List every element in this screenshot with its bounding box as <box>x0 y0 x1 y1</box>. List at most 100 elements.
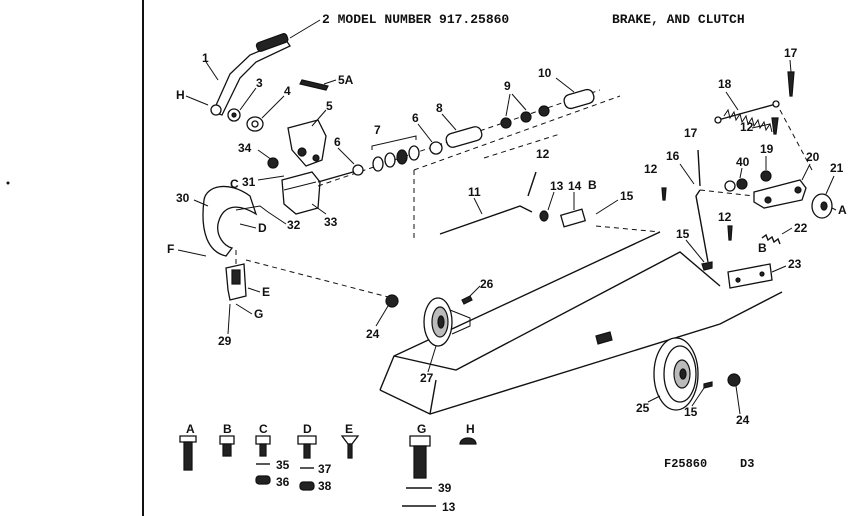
part-10-bushing <box>563 88 595 110</box>
hardware-G-bolt: G <box>409 422 431 479</box>
callout-25: 25 <box>636 401 650 415</box>
callout-34: 34 <box>238 141 252 155</box>
leader-20 <box>801 163 811 181</box>
letter-B1: B <box>588 178 597 192</box>
callout-40: 40 <box>736 155 750 169</box>
part-14-block <box>559 208 587 228</box>
part-15-pin-mid <box>701 261 713 271</box>
part-8-sleeve <box>445 126 483 148</box>
part-24-nut-right <box>727 373 741 387</box>
callout-12a: 12 <box>536 147 550 161</box>
chassis-deck <box>379 225 783 415</box>
svg-text:H: H <box>466 422 475 436</box>
leader-32 <box>267 211 287 225</box>
part-13-nut <box>539 210 549 222</box>
part-40-washers <box>724 178 748 192</box>
leader-16 <box>679 163 695 185</box>
part-12-bolt-upper <box>771 117 779 135</box>
page-code: D3 <box>740 457 754 471</box>
hardware-38-label: 38 <box>318 479 332 493</box>
part-5a-pin <box>299 79 329 91</box>
letter-D: D <box>258 221 267 235</box>
hardware-37-label: 37 <box>318 462 332 476</box>
leader-A <box>831 207 837 211</box>
leader-33 <box>311 203 327 215</box>
part-21-hub <box>811 193 833 219</box>
callout-18: 18 <box>718 77 732 91</box>
callout-19: 19 <box>760 142 774 156</box>
callout-7: 7 <box>374 123 381 137</box>
callout-3: 3 <box>256 76 263 90</box>
dash-link-right <box>699 109 813 197</box>
letter-H: H <box>176 88 185 102</box>
hardware-E-screw: E <box>340 422 360 459</box>
callout-11: 11 <box>468 185 481 199</box>
leader-H <box>185 95 209 106</box>
leader-5 <box>311 109 327 127</box>
leader-15c <box>691 387 705 407</box>
callout-26: 26 <box>480 277 494 291</box>
leader-21 <box>825 175 835 195</box>
leader-15b <box>685 239 705 263</box>
callout-9: 9 <box>504 79 511 93</box>
leader-10 <box>555 77 575 93</box>
dash-link-2 <box>245 259 393 299</box>
callout-21: 21 <box>830 161 844 175</box>
leader-31 <box>257 175 285 181</box>
hardware-13-label: 13 <box>442 500 456 514</box>
part-12-spring-mid <box>527 171 537 197</box>
leader-4 <box>261 95 285 119</box>
leader-G <box>235 303 253 315</box>
part-33-block <box>281 171 321 215</box>
leader-34 <box>257 149 273 161</box>
callout-33: 33 <box>324 215 338 229</box>
callout-15b: 15 <box>676 227 690 241</box>
leader-F <box>177 249 207 257</box>
callout-6b: 6 <box>412 111 419 125</box>
leader-3 <box>239 87 257 111</box>
hardware-39-label: 39 <box>438 481 452 495</box>
part-24-nut-left <box>385 294 399 308</box>
leader-26 <box>469 285 481 297</box>
callout-5a: 5A <box>338 73 354 87</box>
callout-31: 31 <box>242 175 256 189</box>
callout-16: 16 <box>666 149 680 163</box>
callout-8: 8 <box>436 101 443 115</box>
hardware-B-bolt: B <box>219 422 235 457</box>
callout-1: 1 <box>202 51 209 65</box>
callout-24a: 24 <box>366 327 380 341</box>
part-3-hole <box>231 112 237 118</box>
callout-15a: 15 <box>620 189 634 203</box>
callout-23: 23 <box>788 257 802 271</box>
hardware-D-bolt: D <box>297 422 317 459</box>
svg-text:E: E <box>345 422 353 436</box>
svg-text:A: A <box>186 422 195 436</box>
part-27-pulley <box>423 297 471 347</box>
callout-13: 13 <box>550 179 564 193</box>
leader-30 <box>193 199 209 207</box>
letter-B2: B <box>758 241 767 255</box>
callout-17a: 17 <box>784 46 798 60</box>
callout-32: 32 <box>287 218 301 232</box>
callout-12b: 12 <box>740 120 754 134</box>
leader-5a <box>323 79 337 85</box>
part-17-bolt-lower <box>697 149 701 187</box>
hardware-A-bolt: A <box>179 422 197 471</box>
leader-25 <box>647 395 661 403</box>
callout-10: 10 <box>538 66 552 80</box>
part-26-pin <box>461 295 473 305</box>
leader-24a <box>375 305 389 327</box>
callout-27: 27 <box>420 371 434 385</box>
leader-8 <box>441 113 457 131</box>
hardware-38-nut <box>299 481 315 491</box>
letter-A: A <box>838 203 847 217</box>
callout-22: 22 <box>794 221 808 235</box>
part-19-nut <box>760 170 772 182</box>
leader-9b <box>511 93 527 111</box>
leader-2 <box>289 19 321 39</box>
leader-24b <box>735 385 741 415</box>
letter-C: C <box>230 177 239 191</box>
leader-6a <box>337 147 355 165</box>
part-22-spring <box>761 233 781 245</box>
callout-15c: 15 <box>684 405 698 419</box>
